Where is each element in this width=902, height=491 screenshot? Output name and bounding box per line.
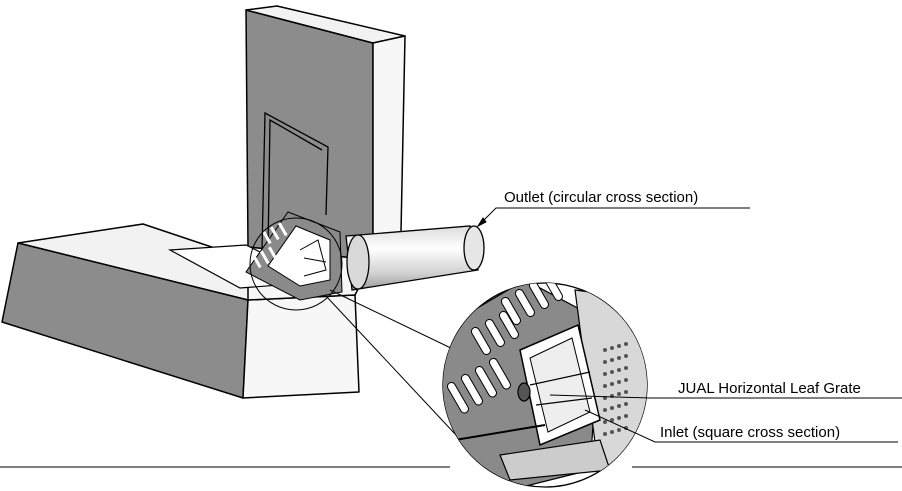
detail-source-circle xyxy=(249,217,343,311)
callout-leaders xyxy=(476,207,902,443)
leaf-grate xyxy=(245,211,343,301)
wall-recess xyxy=(261,111,329,251)
detail-connector-lines xyxy=(325,289,457,436)
outlet-pipe xyxy=(345,225,485,291)
detail-magnifier xyxy=(442,282,648,488)
inlet-label: Inlet (square cross section) xyxy=(660,424,840,441)
grate-label: JUAL Horizontal Leaf Grate xyxy=(678,380,861,397)
outlet-label: Outlet (circular cross section) xyxy=(504,189,698,206)
